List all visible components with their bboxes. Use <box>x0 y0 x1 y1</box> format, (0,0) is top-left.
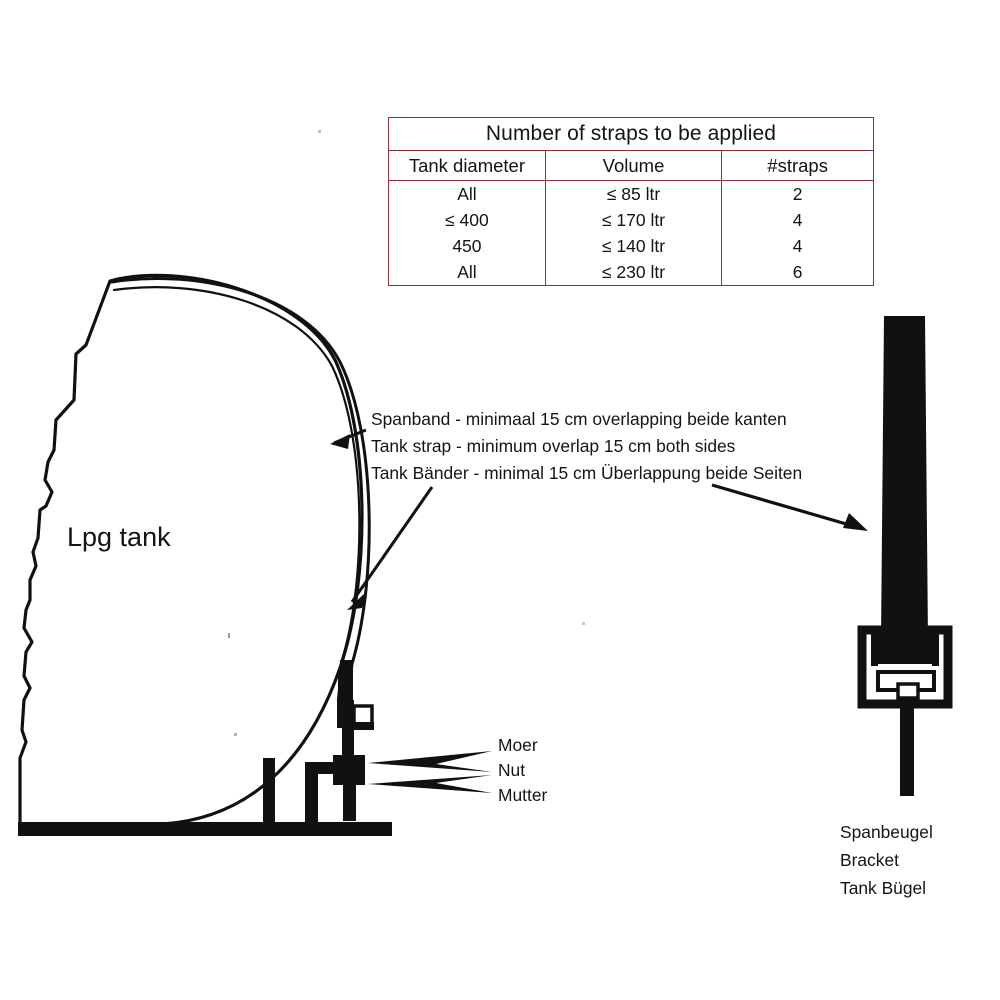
tank-strap-note: Spanband - minimaal 15 cm overlapping be… <box>371 406 802 487</box>
detail-clamp-tab <box>896 682 920 700</box>
scan-speckle <box>318 130 321 133</box>
lpg-tank-label: Lpg tank <box>67 522 171 552</box>
detail-bracket-inner-left <box>871 634 878 666</box>
cell-volume: ≤ 230 ltr <box>544 259 723 286</box>
tank-strap-note-de: Tank Bänder - minimal 15 cm Überlappung … <box>371 463 803 483</box>
scan-speckle <box>234 733 237 736</box>
nut-note-en: Nut <box>498 760 526 780</box>
bolt-shaft <box>342 726 354 760</box>
nut-note-nl: Moer <box>498 735 538 755</box>
bracket-note: Spanbeugel Bracket Tank Bügel <box>840 818 933 902</box>
tank-strap-note-en: Tank strap - minimum overlap 15 cm both … <box>371 436 736 456</box>
lpg-tank-outline <box>18 273 364 826</box>
tank-strap-band-outer <box>110 276 371 702</box>
scan-speckle <box>228 633 230 638</box>
bracket-note-en: Bracket <box>840 850 899 870</box>
bracket-note-de: Tank Bügel <box>840 878 927 898</box>
table-row: ≤ 400 ≤ 170 ltr 4 <box>388 207 874 233</box>
bracket-upper-block <box>337 700 354 728</box>
arrow-to-strap-band-icon <box>347 486 434 610</box>
hex-nut <box>333 755 365 785</box>
detail-bracket-inner-right <box>932 634 939 666</box>
table-row: 450 ≤ 140 ltr 4 <box>388 233 874 259</box>
arrow-to-nut-upper-icon <box>368 751 492 772</box>
cell-straps: 4 <box>721 207 874 233</box>
bolt-lower-stem <box>343 783 356 821</box>
column-header-tank-diameter: Tank diameter <box>388 150 546 181</box>
column-header-straps: #straps <box>721 150 874 181</box>
table-row: All ≤ 230 ltr 6 <box>388 259 874 286</box>
mount-post-vertical <box>305 762 318 824</box>
detail-strap-tail-inside <box>878 634 932 664</box>
cell-tank-diameter: ≤ 400 <box>388 207 546 233</box>
cell-tank-diameter: 450 <box>388 233 546 259</box>
detail-bolt-shaft <box>900 700 914 796</box>
table-title-row: Number of straps to be applied <box>388 117 874 151</box>
arrow-to-tank-strap-icon <box>330 428 367 449</box>
arrow-to-nut-lower-icon <box>368 775 492 793</box>
table-row: All ≤ 85 ltr 2 <box>388 180 874 207</box>
tank-strap-note-nl: Spanband - minimaal 15 cm overlapping be… <box>371 409 787 429</box>
scan-speckle <box>582 622 585 625</box>
nut-note: Moer Nut Mutter <box>498 733 547 808</box>
cell-tank-diameter: All <box>388 180 546 207</box>
cell-straps: 6 <box>721 259 874 286</box>
cell-tank-diameter: All <box>388 259 546 286</box>
nut-note-de: Mutter <box>498 785 548 805</box>
tank-support-post <box>263 758 275 824</box>
arrow-to-bracket-detail-icon <box>711 483 868 531</box>
cell-straps: 4 <box>721 233 874 259</box>
bracket-clip-fill <box>354 722 374 730</box>
table-header-row: Tank diameter Volume #straps <box>388 150 874 181</box>
detail-strap <box>881 316 928 640</box>
straps-table: Number of straps to be applied Tank diam… <box>388 117 874 286</box>
ground-bar <box>18 822 392 836</box>
cell-straps: 2 <box>721 180 874 207</box>
table-title: Number of straps to be applied <box>388 117 874 151</box>
cell-volume: ≤ 170 ltr <box>544 207 723 233</box>
column-header-volume: Volume <box>544 150 723 181</box>
bracket-note-nl: Spanbeugel <box>840 822 933 842</box>
cell-volume: ≤ 140 ltr <box>544 233 723 259</box>
cell-volume: ≤ 85 ltr <box>544 180 723 207</box>
tank-strap-band-inner <box>112 286 361 702</box>
